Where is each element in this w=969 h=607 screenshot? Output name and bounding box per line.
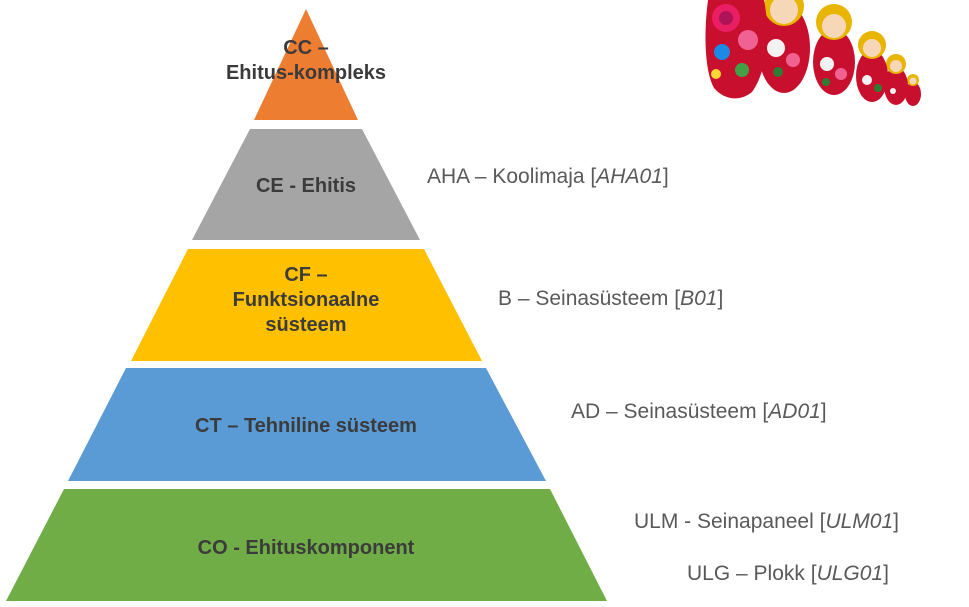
level-label-ct-line1: CT – Tehniline süsteem [195, 415, 417, 437]
example-aha-prefix: AHA – Koolimaja [ [427, 165, 597, 188]
pyramid-tier-ce [192, 129, 420, 240]
example-ulm-code: ULM01 [825, 510, 894, 533]
example-ulm-prefix: ULM - Seinapaneel [ [634, 510, 826, 533]
pyramid-tier-ct [68, 368, 546, 481]
level-label-cc: CC – Ehitus-kompleks [204, 36, 408, 86]
example-aha: AHA – Koolimaja [AHA01] [427, 164, 669, 190]
level-label-ce: CE - Ehitis [216, 174, 396, 199]
doll-4 [884, 54, 908, 105]
example-b-prefix: B – Seinasüsteem [ [498, 287, 681, 310]
example-aha-code: AHA01 [596, 165, 663, 188]
level-label-cf-line3: süsteem [265, 314, 347, 336]
example-ulm-suffix: ] [893, 510, 899, 533]
doll-1 [758, 0, 810, 93]
doll-3 [856, 31, 888, 102]
doll-0 [705, 0, 768, 99]
level-label-co-line1: CO - Ehituskomponent [197, 537, 415, 559]
level-label-cf-line1: CF – [284, 264, 328, 286]
level-label-cf: CF – Funktsionaalne süsteem [196, 263, 416, 338]
example-b: B – Seinasüsteem [B01] [498, 286, 723, 312]
doll-2 [813, 4, 855, 95]
level-label-cc-line1: CC – [283, 37, 329, 59]
level-label-ct: CT – Tehniline süsteem [146, 414, 466, 439]
doll-5 [905, 74, 921, 106]
example-ad: AD – Seinasüsteem [AD01] [571, 399, 827, 425]
example-ad-prefix: AD – Seinasüsteem [ [571, 400, 769, 423]
level-label-cc-line2: Ehitus-kompleks [225, 62, 387, 84]
example-ad-suffix: ] [820, 400, 827, 423]
level-label-ce-line1: CE - Ehitis [255, 175, 356, 197]
example-ulg-code: ULG01 [816, 562, 884, 585]
level-label-co: CO - Ehituskomponent [146, 536, 466, 561]
level-label-cf-line2: Funktsionaalne [232, 289, 380, 311]
pyramid-tier-cc [254, 9, 358, 120]
matryoshka-dolls-image [705, 0, 921, 106]
example-ulm: ULM - Seinapaneel [ULM01] [634, 509, 899, 535]
example-ulg: ULG – Plokk [ULG01] [687, 561, 889, 587]
example-aha-suffix: ] [662, 165, 669, 188]
pyramid-tier-cf [131, 249, 482, 361]
example-ulg-suffix: ] [883, 562, 889, 585]
example-ulg-prefix: ULG – Plokk [ [687, 562, 817, 585]
example-ad-code: AD01 [768, 400, 821, 423]
example-b-code: B01 [680, 287, 718, 310]
pyramid-tier-co [6, 489, 607, 601]
example-b-suffix: ] [717, 287, 724, 310]
